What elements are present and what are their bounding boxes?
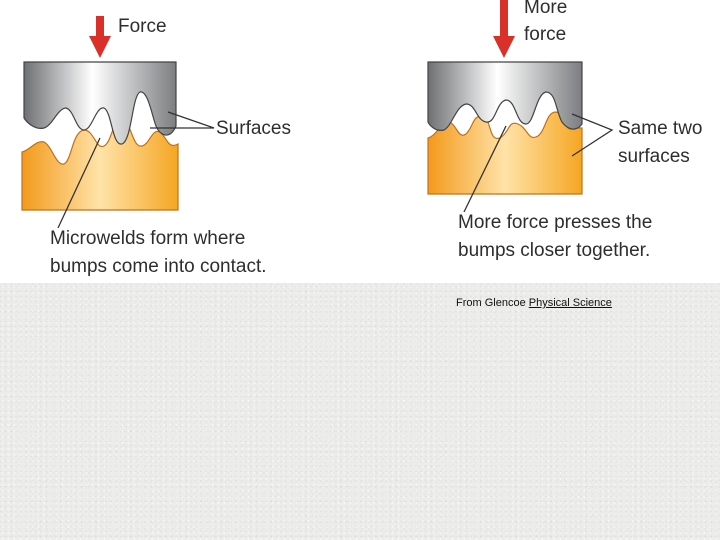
same-surfaces-label-line2: surfaces [618, 146, 690, 167]
explanation-label-line2: bumps closer together. [458, 240, 651, 261]
force-label: Force [118, 16, 167, 37]
microwelds-label-line2: bumps come into contact. [50, 256, 267, 277]
lower-surface-block-right [427, 111, 583, 195]
more-force-label-line2: force [524, 24, 567, 45]
force-arrow-right [493, 0, 515, 58]
explanation-leader [463, 125, 507, 213]
upper-surface-block-left [23, 61, 177, 145]
surfaces-leader-right [571, 113, 614, 157]
surfaces-label: Surfaces [216, 118, 291, 139]
same-surfaces-label-line1: Same two [618, 118, 703, 139]
force-arrow-left [89, 16, 111, 58]
upper-surface-block-right [427, 61, 583, 131]
friction-diagram: Force Surfaces Microwelds form where bum… [0, 0, 720, 283]
more-force-label-line1: More [524, 0, 568, 18]
microwelds-label-line1: Microwelds form where [50, 228, 246, 249]
explanation-label-line1: More force presses the [458, 212, 653, 233]
source-caption: From Glencoe Physical Science [456, 297, 612, 309]
caption-prefix: From Glencoe [456, 297, 529, 309]
microwelds-leader [57, 137, 101, 229]
surfaces-leader-left [150, 111, 215, 129]
book-title-link[interactable]: Physical Science [528, 297, 612, 309]
lower-surface-block-left [21, 119, 179, 211]
diagram-graphic [21, 0, 614, 229]
